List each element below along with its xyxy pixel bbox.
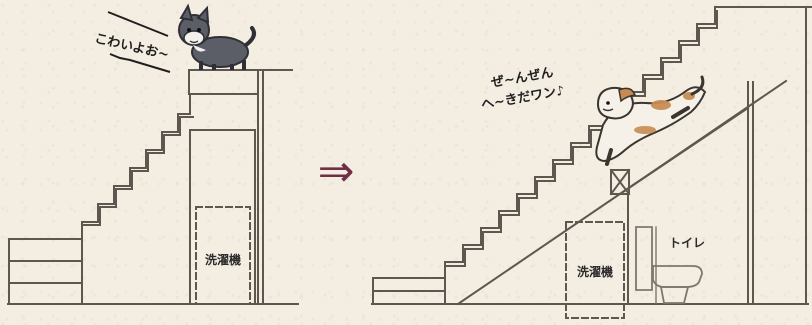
before-under-stair-panel [189, 129, 256, 305]
after-toilet-tank [635, 226, 653, 291]
before-washer-label: 洗濯機 [205, 252, 241, 267]
after-staircase-inner-steps [446, 10, 718, 267]
after-dog-patch-2 [634, 126, 656, 134]
before-dog-ear-right [196, 5, 210, 24]
after-dog-smile [602, 108, 614, 112]
after-dog-front-leg [605, 148, 613, 166]
before-fear-line-top [107, 11, 169, 37]
after-dog-ear [618, 87, 637, 103]
after-support-box [610, 169, 630, 195]
after-dog [595, 75, 707, 166]
before-washer-space [195, 206, 251, 305]
after-support-cross-2 [609, 168, 631, 196]
before-staircase-outline [81, 93, 259, 305]
before-dog-eye-left [187, 28, 191, 32]
before-top-landing-box [188, 69, 259, 95]
before-dog-eye-right [197, 28, 201, 32]
after-washer-label: 洗濯機 [577, 264, 613, 279]
before-dog-ear-left [179, 3, 194, 22]
before-dog-mouth [189, 40, 199, 44]
after-washer-space [565, 221, 625, 319]
before-fear-lines [107, 11, 171, 73]
after-toilet-seat [652, 265, 703, 288]
before-fear-line-bottom [109, 53, 171, 73]
after-toilet-base [659, 286, 690, 304]
before-dog-tail [244, 26, 256, 47]
after-staircase-outline [444, 6, 812, 305]
after-dog-patch-1 [651, 100, 671, 110]
after-dog-tail [690, 75, 705, 96]
after-dog-eye [606, 101, 610, 105]
transition-arrow: ⇒ [318, 146, 355, 197]
after-inner-slope [618, 106, 750, 196]
before-dog-body [191, 36, 249, 68]
before-dog-speech: こわいよお~ [93, 31, 170, 63]
after-toilet-label: トイレ [669, 236, 705, 250]
after-scene [371, 6, 812, 319]
before-dog-muzzle [183, 30, 205, 46]
before-staircase-inner-steps [83, 116, 194, 226]
before-dog [178, 3, 256, 70]
before-storage-drawers [8, 238, 83, 305]
after-dog-back-leg [671, 106, 690, 119]
before-dog-chest [193, 45, 206, 52]
before-scene [7, 69, 299, 305]
